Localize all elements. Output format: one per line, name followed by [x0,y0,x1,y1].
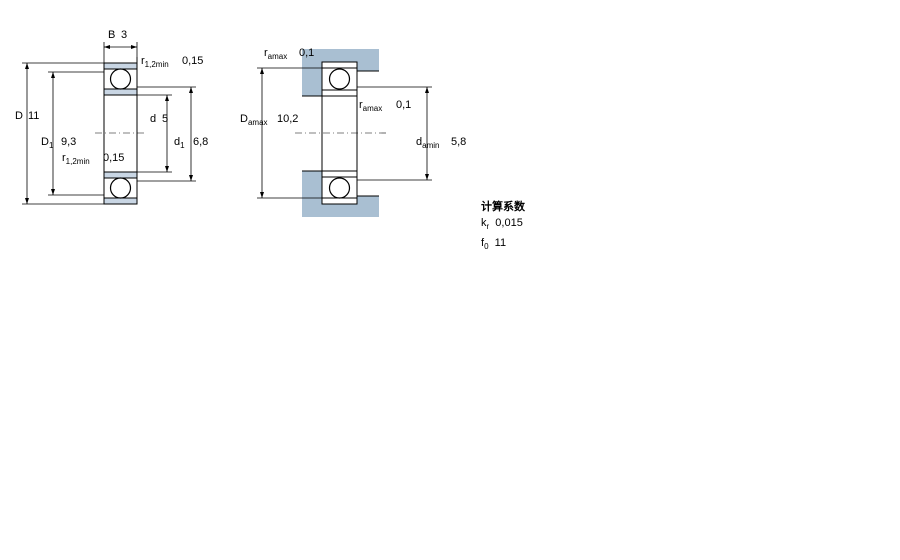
dim-d1: d1 6,8 [137,86,208,182]
label-ra-mid: ramax 0,1 [359,99,411,113]
calc-heading: 计算系数 [481,200,525,213]
label-ra-top: ramax 0,1 [264,47,314,61]
svg-text:ramax: ramax [264,47,287,61]
d-value: 5 [162,113,168,125]
d1-symbol: d1 [174,136,185,150]
dim-D1: D1 9,3 [41,71,104,196]
housing-shade-top [302,49,379,62]
svg-text:ramax: ramax [359,99,382,113]
ra-top-value: 0,1 [299,47,314,59]
dim-B: B 3 [103,29,138,63]
ra-mid-value: 0,1 [396,99,411,111]
dim-d: d 5 [137,94,172,173]
bearing-section-left [95,62,146,205]
bottom-ball-right [328,177,351,199]
B-value: 3 [121,29,127,41]
da-symbol: damin [416,136,439,150]
d1-value: 6,8 [193,136,208,148]
da-value: 5,8 [451,136,466,148]
dim-D: D 11 [15,62,104,205]
shoulder-shade-top-left [302,62,322,96]
B-symbol: B [108,29,115,41]
bottom-ball [109,177,132,199]
dim-Da-max: Damax 10,2 [240,67,322,199]
calc-f0: f0 11 [481,237,507,252]
D1-value: 9,3 [61,136,76,148]
D-value: 11 [28,110,39,122]
label-r-mid: r1,2min 0,15 [62,152,124,166]
mounting-view-right [295,49,388,217]
svg-text:r1,2min: r1,2min [141,55,169,69]
label-r-top: r1,2min 0,15 [136,55,203,69]
kr-value: 0,015 [495,217,523,229]
top-ball [109,68,132,90]
d-symbol: d [150,113,156,125]
shoulder-shade-bottom-left [302,171,322,204]
top-ball-right [328,68,351,90]
Da-value: 10,2 [277,113,298,125]
f0-value: 11 [494,237,507,250]
svg-text:r1,2min: r1,2min [62,152,90,166]
r-top-value: 0,15 [182,55,203,67]
housing-shade-bottom [302,204,379,217]
shoulder-shade-bottom-right [357,196,379,204]
dim-da-min: damin 5,8 [357,86,466,181]
calculation-factors: 计算系数 kr 0,015 f0 11 [481,199,525,255]
shoulder-shade-top-right [357,62,379,71]
D-symbol: D [15,110,23,122]
D1-symbol: D1 [41,136,54,150]
Da-symbol: Damax [240,113,268,127]
r-mid-value: 0,15 [103,152,124,164]
calc-kr: kr 0,015 [481,217,523,232]
